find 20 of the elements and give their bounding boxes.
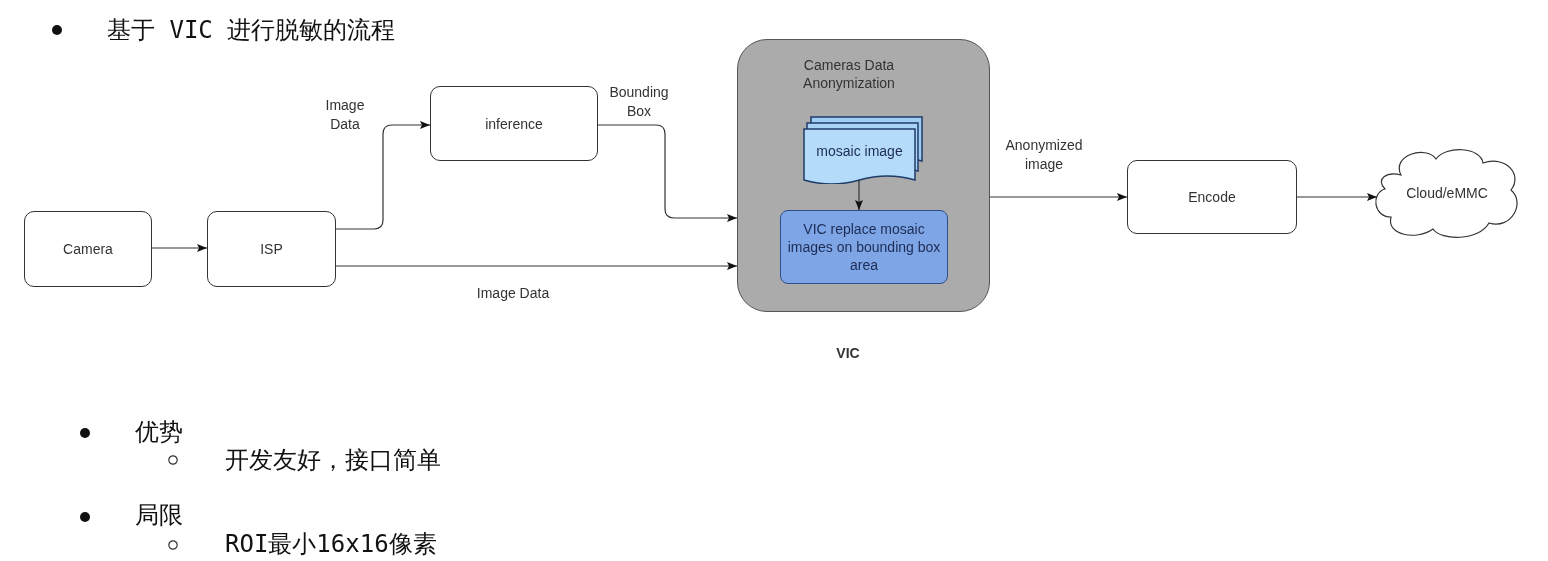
list-item-text: ROI最小16x16像素	[225, 530, 437, 558]
arrow	[855, 179, 863, 211]
list-item-text: 局限	[135, 501, 183, 529]
arrow	[335, 262, 738, 270]
arrow	[335, 121, 431, 230]
node-label: VIC	[835, 344, 861, 363]
arrow	[597, 124, 738, 222]
title: 基于 VIC 进行脱敏的流程	[107, 15, 396, 45]
arrow	[989, 193, 1128, 201]
list-item-text: 优势	[135, 418, 183, 446]
arrow	[1296, 193, 1378, 201]
group-title: Cameras Data Anonymization	[802, 56, 896, 92]
process-box: inference	[430, 86, 598, 161]
process-box: ISP	[207, 211, 336, 287]
group-container	[737, 39, 990, 312]
process-box: VIC replace mosaic images on bounding box area	[780, 210, 948, 284]
arrow	[151, 244, 208, 252]
list-item-text: 开发友好，接口简单	[225, 446, 441, 474]
process-box: Encode	[1127, 160, 1297, 234]
process-box: Camera	[24, 211, 152, 287]
